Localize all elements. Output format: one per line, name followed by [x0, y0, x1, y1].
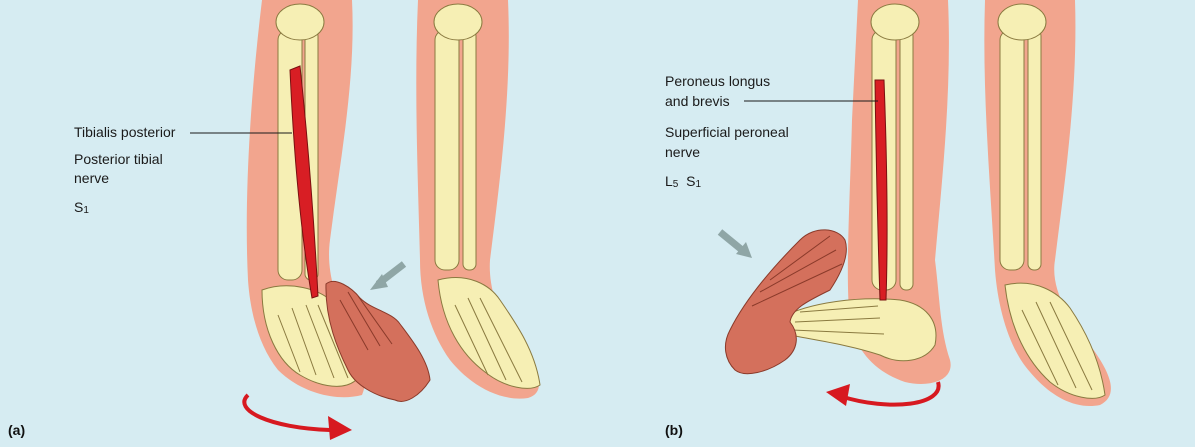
root-b1-digit: 5: [673, 179, 679, 190]
label-tibialis-posterior: Tibialis posterior: [74, 123, 175, 141]
root-b2-digit: 1: [695, 179, 701, 190]
label-nerve-a-line1: Posterior tibial: [74, 150, 163, 168]
panel-a-letter: (a): [8, 422, 25, 438]
root-b1-letter: L: [665, 173, 673, 189]
label-peroneus-line1: Peroneus longus: [665, 72, 770, 90]
label-nerve-a-line2: nerve: [74, 169, 109, 187]
root-a-digit: 1: [83, 205, 89, 216]
panel-b-left-leg: [778, 0, 951, 384]
root-a-letter: S: [74, 199, 83, 215]
label-roots-b: L5 S1: [665, 172, 701, 193]
label-nerve-b-line1: Superficial peroneal: [665, 123, 789, 141]
panel-a-right-leg: [416, 0, 540, 399]
panel-b-right-leg: [984, 0, 1111, 406]
panel-b-letter: (b): [665, 422, 683, 438]
label-peroneus-line2: and brevis: [665, 92, 730, 110]
label-root-a: S1: [74, 198, 89, 219]
label-nerve-b-line2: nerve: [665, 143, 700, 161]
